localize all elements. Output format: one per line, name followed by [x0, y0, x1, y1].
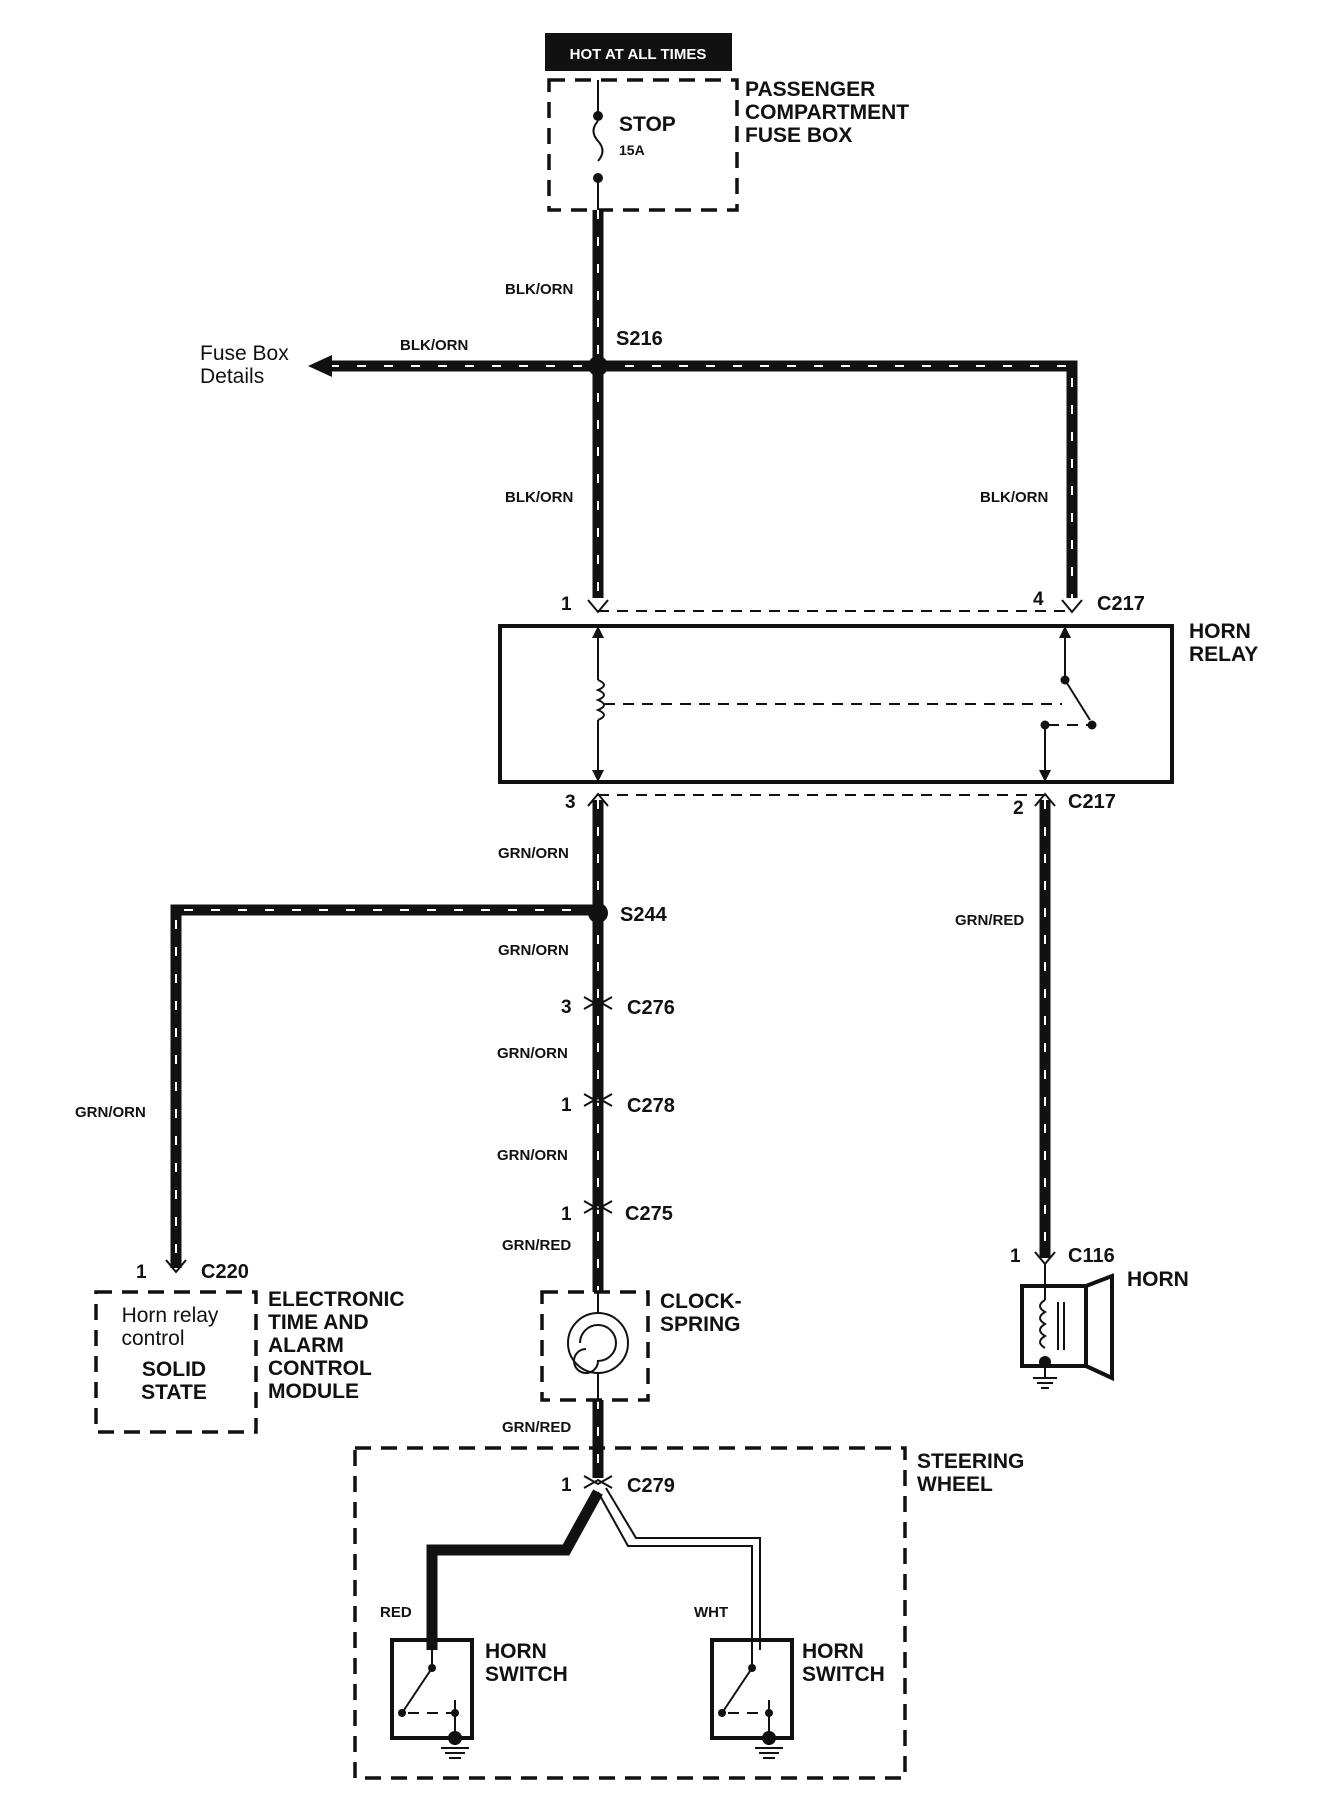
etacm-label-5: MODULE	[268, 1380, 359, 1403]
clockspring	[540, 1290, 650, 1402]
svg-text:HOT AT ALL TIMES: HOT AT ALL TIMES	[570, 46, 707, 63]
connector-c278-label: C278	[627, 1095, 675, 1117]
etacm-inner-label-1: Horn relay	[122, 1304, 219, 1327]
etacm-label-4: CONTROL	[268, 1357, 372, 1380]
fuse-rating: 15A	[619, 142, 645, 158]
horn-relay-label-2: RELAY	[1189, 643, 1258, 666]
relay-pin-3: 3	[565, 792, 576, 813]
relay-coil-icon	[595, 679, 605, 721]
horn-icon	[1020, 1251, 1114, 1389]
splice-s216-label: S216	[616, 328, 663, 350]
horn-switch-right-label-2: SWITCH	[802, 1663, 885, 1686]
connector-c116-pin: 1	[1010, 1246, 1021, 1267]
steering-wheel-label-2: WHEEL	[917, 1473, 993, 1496]
wire-label-grn-orn-4: GRN/ORN	[497, 1147, 568, 1164]
clockspring-label-1: CLOCK-	[660, 1290, 742, 1313]
wire-label-grn-orn-2: GRN/ORN	[498, 942, 569, 959]
splice-s244	[588, 903, 608, 923]
relay-switch-icon	[1064, 679, 1091, 721]
wire-label-grn-orn-1: GRN/ORN	[498, 845, 569, 862]
horn-label: HORN	[1127, 1268, 1189, 1291]
wires	[170, 210, 1078, 1650]
hot-at-all-times-label: HOT AT ALL TIMES	[545, 33, 732, 71]
fuse-icon	[592, 120, 604, 162]
etacm-label-1: ELECTRONIC	[268, 1288, 405, 1311]
fuse-box-details-label-2: Details	[200, 365, 264, 388]
fuse-name: STOP	[619, 113, 676, 136]
relay-pin-1: 1	[561, 594, 572, 615]
wire-label-wht: WHT	[694, 1604, 728, 1621]
connector-c279-pin: 1	[561, 1475, 572, 1496]
horn-switch-right-icon	[723, 1667, 753, 1711]
etacm-inner-label-2: control	[121, 1327, 184, 1350]
relay-pin-4: 4	[1033, 589, 1044, 610]
connector-c275-icon	[583, 1200, 613, 1214]
connector-c278-pin: 1	[561, 1095, 572, 1116]
wire-label-grn-red-2: GRN/RED	[502, 1237, 571, 1254]
splice-s216	[588, 356, 608, 376]
connector-c220-label: C220	[201, 1261, 249, 1283]
splice-s244-label: S244	[620, 904, 668, 926]
etacm-label-2: TIME AND	[268, 1311, 369, 1334]
fuse-box-label-3: FUSE BOX	[745, 124, 852, 147]
horn-relay	[498, 599, 1174, 807]
wire-label-grn-red-1: GRN/RED	[955, 912, 1024, 929]
connector-c276-label: C276	[627, 997, 675, 1019]
horn-switch-left-label-1: HORN	[485, 1640, 547, 1663]
horn-switch-left-label-2: SWITCH	[485, 1663, 568, 1686]
relay-connector-top: C217	[1097, 593, 1145, 615]
connector-c278-icon	[583, 1093, 613, 1107]
etacm-state-label-1: SOLID	[142, 1358, 206, 1381]
etacm-module: Horn relay control SOLID STATE	[94, 1259, 258, 1434]
connector-c275-pin: 1	[561, 1204, 572, 1225]
clockspring-label-2: SPRING	[660, 1313, 741, 1336]
connector-c275-label: C275	[625, 1203, 673, 1225]
wire-label-red: RED	[380, 1604, 412, 1621]
connector-c220-pin: 1	[136, 1262, 147, 1283]
fuse-box-label-2: COMPARTMENT	[745, 101, 909, 124]
relay-pin-2: 2	[1013, 798, 1024, 819]
wire-label-grn-red-3: GRN/RED	[502, 1419, 571, 1436]
passenger-compartment-fuse-box: STOP 15A	[547, 78, 739, 212]
etacm-label-3: ALARM	[268, 1334, 344, 1357]
connector-c276-icon	[583, 996, 613, 1010]
connector-c279-label: C279	[627, 1475, 675, 1497]
wire-label-blk-orn-4: BLK/ORN	[980, 489, 1048, 506]
wire-label-blk-orn-1: BLK/ORN	[505, 281, 573, 298]
fuse-box-label-1: PASSENGER	[745, 78, 875, 101]
horn-switch-right-label-1: HORN	[802, 1640, 864, 1663]
connector-c116-label: C116	[1068, 1245, 1115, 1267]
wire-label-blk-orn-3: BLK/ORN	[505, 489, 573, 506]
wire-label-grn-orn-3: GRN/ORN	[497, 1045, 568, 1062]
wire-label-grn-orn-5: GRN/ORN	[75, 1104, 146, 1121]
clockspring-coil-icon	[573, 1324, 617, 1374]
fuse-box-details-arrow-icon	[308, 355, 332, 377]
relay-connector-bottom: C217	[1068, 791, 1116, 813]
wire-label-blk-orn-2: BLK/ORN	[400, 337, 468, 354]
fuse-box-details-label-1: Fuse Box	[200, 342, 289, 365]
etacm-state-label-2: STATE	[141, 1381, 207, 1404]
horn-switch-left-icon	[403, 1667, 433, 1711]
steering-wheel-label-1: STEERING	[917, 1450, 1024, 1473]
connector-c276-pin: 3	[561, 997, 572, 1018]
horn-relay-label-1: HORN	[1189, 620, 1251, 643]
steering-wheel	[353, 1446, 907, 1780]
